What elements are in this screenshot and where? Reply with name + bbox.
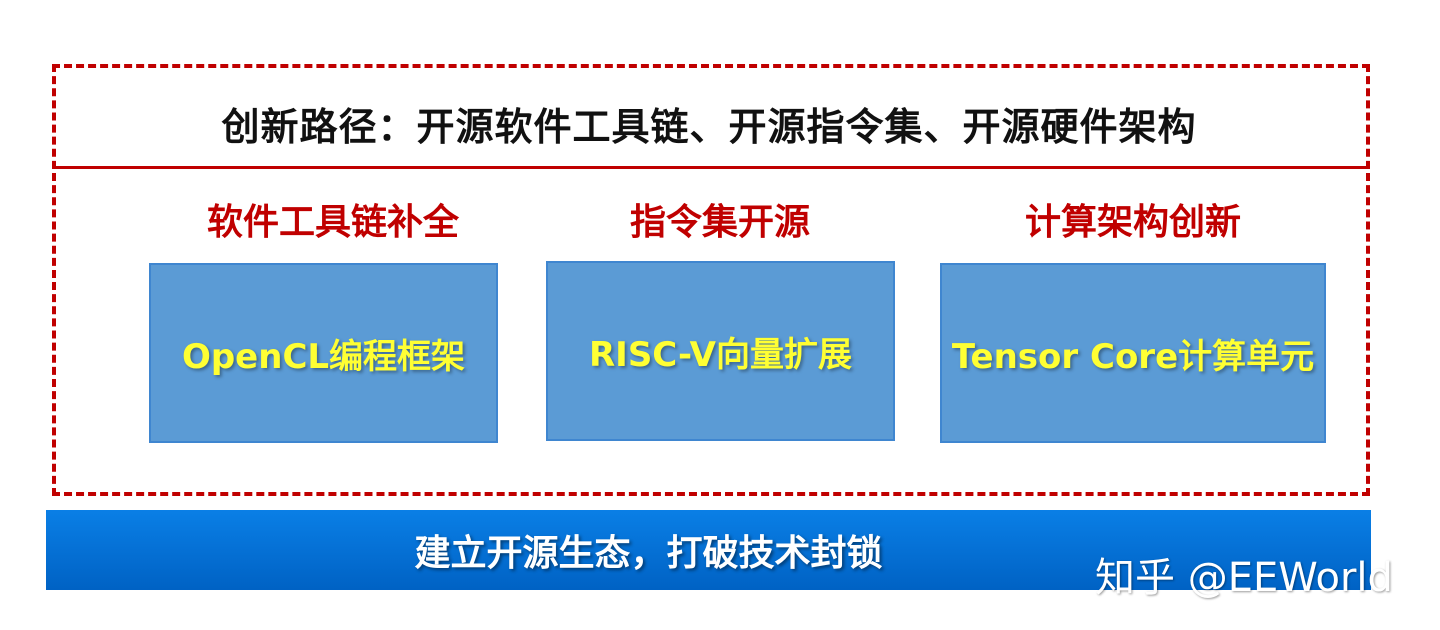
box-label: Tensor Core计算单元 xyxy=(951,336,1315,377)
column-title-software-toolchain: 软件工具链补全 xyxy=(206,202,459,243)
box-riscv-vector-extension: RISC-V向量扩展 xyxy=(546,261,895,441)
column-title-instruction-set: 指令集开源 xyxy=(629,202,810,243)
innovation-path-headline: 创新路径：开源软件工具链、开源指令集、开源硬件架构 xyxy=(221,105,1197,149)
box-label: OpenCL编程框架 xyxy=(181,336,466,377)
header-divider xyxy=(52,166,1370,169)
box-opencl-framework: OpenCL编程框架 xyxy=(149,263,498,443)
zhihu-watermark: 知乎 @EEWorld xyxy=(1095,555,1393,601)
banner-text: 建立开源生态，打破技术封锁 xyxy=(414,533,883,574)
innovation-path-frame xyxy=(52,64,1370,496)
open-ecosystem-banner: 建立开源生态，打破技术封锁 xyxy=(46,510,1371,590)
box-tensor-core-unit: Tensor Core计算单元 xyxy=(940,263,1326,443)
box-label: RISC-V向量扩展 xyxy=(588,334,852,375)
column-title-compute-architecture: 计算架构创新 xyxy=(1024,202,1241,243)
